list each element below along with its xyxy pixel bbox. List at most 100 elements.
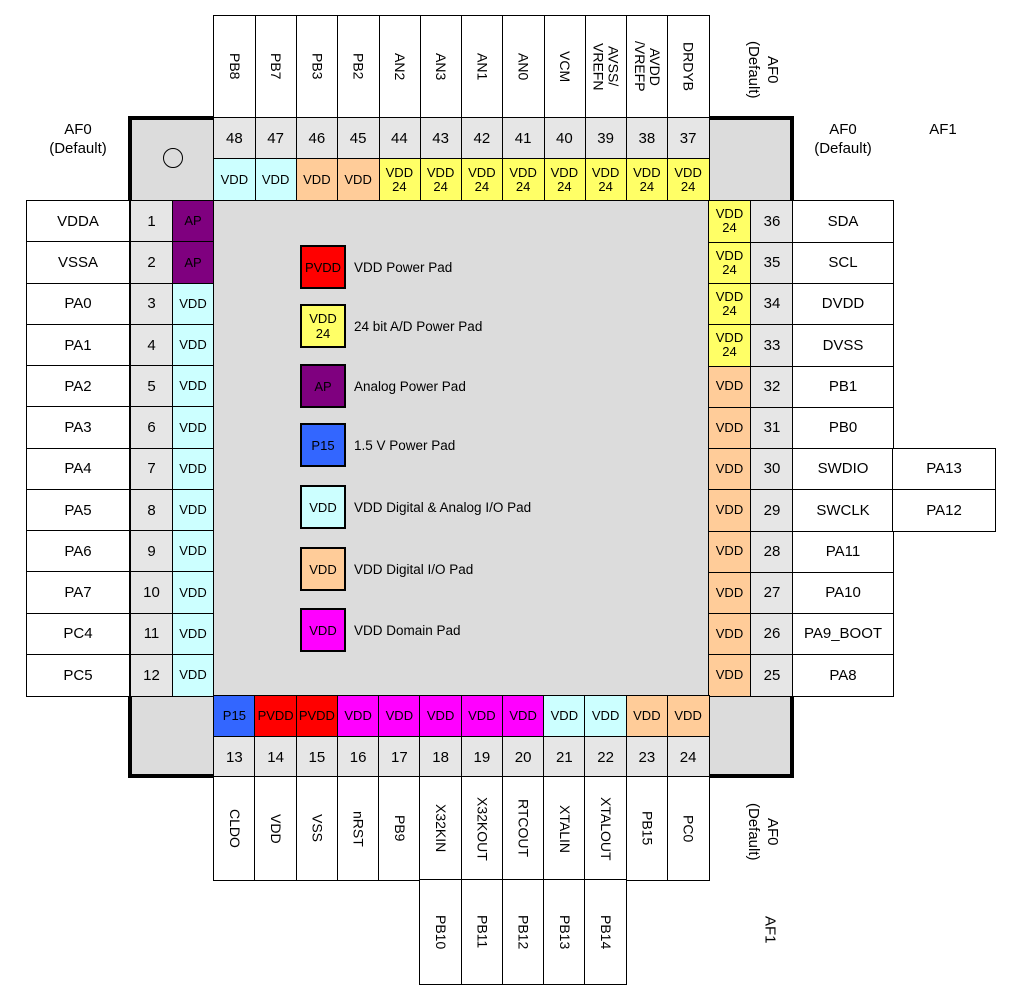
pin-name-label-text: PB9	[391, 815, 408, 842]
pad-type-cell: VDD 24	[460, 158, 504, 201]
pad-type-cell-text: VDD	[426, 708, 455, 723]
pin-number: 25	[750, 653, 794, 697]
pin-name-label: PB2	[336, 15, 380, 118]
pin-name-label: X32KIN	[419, 776, 462, 881]
pin-name-label: PA11	[792, 530, 894, 573]
pin-name-label: PA7	[26, 571, 130, 614]
pin-name-label-text: XTALIN	[556, 804, 573, 853]
pin-number-text: 26	[763, 625, 781, 643]
pin-number-text: 21	[556, 748, 573, 766]
pad-type-cell: VDD 24	[378, 158, 421, 201]
pin-name-label-text: DVSS	[822, 336, 864, 354]
pad-type-cell: VDD	[172, 653, 214, 697]
pin-number-text: 32	[763, 377, 781, 395]
pin-name-label: PC4	[26, 612, 130, 656]
pad-type-cell: VDD	[501, 695, 545, 737]
pad-type-cell-text: VDD 24	[468, 164, 496, 194]
pin-number: 24	[666, 736, 710, 778]
pin-number-text: 37	[679, 129, 697, 147]
pin-number-text: 8	[147, 501, 156, 519]
pin-name-label-text: VCM	[556, 50, 573, 83]
pin-number-text: 25	[763, 666, 781, 684]
pin-number-text: 15	[308, 748, 326, 766]
pin-number: 26	[750, 612, 794, 656]
pin-number-text: 45	[349, 129, 367, 147]
pin-name-label: PC5	[26, 653, 130, 697]
legend-description: VDD Digital & Analog I/O Pad	[354, 499, 532, 515]
pin-name-label: VCM	[543, 15, 586, 118]
pin-number-text: 48	[226, 129, 243, 147]
pin-number: 2	[130, 241, 173, 284]
pin-name-label-text: VDD	[268, 813, 285, 844]
pad-type-cell-text: VDD	[715, 667, 744, 683]
pin-af1-label-text: PA13	[926, 460, 962, 478]
pad-type-cell-text: VDD	[674, 708, 702, 723]
pin-number-text: 31	[763, 419, 781, 437]
pin-af1-label-text: PB13	[556, 914, 573, 950]
legend-swatch-label: VDD	[309, 622, 337, 638]
pin-number-text: 36	[763, 212, 781, 230]
left-af0-header: AF0 (Default)	[49, 121, 107, 157]
pin-name-label: SCL	[792, 241, 894, 284]
bottom-af1-header: AF1	[761, 916, 779, 944]
pin-name-label: DRDYB	[666, 15, 710, 118]
pad-type-cell-text: VDD 24	[385, 164, 414, 194]
pad-type-cell: VDD	[584, 695, 627, 737]
pin-name-label: XTALOUT	[584, 776, 627, 881]
pin-number: 38	[625, 117, 669, 159]
pin-name-label-text: SWDIO	[817, 460, 869, 478]
pin-name-label-text: PC0	[680, 814, 697, 843]
pad-type-cell: VDD 24	[419, 158, 462, 201]
pin-name-label: PA3	[26, 406, 130, 449]
pad-type-cell-text: AP	[184, 213, 202, 229]
legend-swatch: AP	[300, 364, 346, 408]
legend-description: VDD Domain Pad	[354, 622, 461, 638]
pin-af1-label-text: PB11	[474, 915, 491, 949]
pin-name-label: SDA	[792, 200, 894, 243]
pin-number: 39	[584, 117, 627, 159]
pad-type-cell: VDD	[172, 488, 214, 532]
pin-name-label: PA9_BOOT	[792, 612, 894, 656]
pin-number: 45	[336, 117, 380, 159]
pin-name-label: DVSS	[792, 323, 894, 367]
pin-name-label: CLDO	[213, 776, 256, 881]
legend-swatch: VDD	[300, 485, 346, 529]
pin-name-label-text: DRDYB	[680, 41, 697, 91]
pin-name-label: PA4	[26, 447, 130, 491]
pin-af1-label: PB12	[501, 879, 545, 985]
pad-type-cell-text: VDD	[715, 419, 744, 435]
pin-number-text: 43	[432, 129, 449, 147]
pin-number: 41	[501, 117, 545, 159]
pin-number-text: 7	[147, 460, 156, 478]
pad-type-cell-text: VDD	[179, 625, 207, 641]
pad-type-cell: VDD	[708, 653, 751, 697]
pad-type-cell: VDD	[172, 323, 214, 367]
pin-name-label: PB15	[625, 776, 669, 881]
pad-type-cell: VDD 24	[666, 158, 710, 201]
pad-type-cell: VDD	[708, 488, 751, 532]
pad-type-cell-text: VDD 24	[715, 206, 744, 236]
pad-type-cell: VDD	[708, 530, 751, 573]
pad-type-cell-text: VDD	[261, 171, 290, 187]
pin-number-text: 40	[556, 129, 573, 147]
pad-type-cell-text: VDD	[591, 708, 620, 723]
pin-name-label-text: PB1	[828, 377, 858, 395]
pin-number: 5	[130, 365, 173, 408]
pad-type-cell: VDD	[625, 695, 669, 737]
pin-number-text: 46	[308, 129, 326, 147]
pin-name-label: PA0	[26, 282, 130, 326]
pin-number: 9	[130, 530, 173, 573]
pad-type-cell-text: VDD	[179, 337, 207, 353]
pin-name-label: XTALIN	[543, 776, 586, 881]
pad-type-cell-text: VDD	[179, 502, 207, 518]
pin-name-label-text: CLDO	[226, 809, 243, 848]
pin-number: 13	[213, 736, 256, 778]
pad-type-cell-text: VDD	[509, 708, 537, 723]
pin-number: 30	[750, 447, 794, 491]
legend-swatch-label: PVDD	[304, 259, 342, 275]
pin-number: 15	[295, 736, 339, 778]
legend-swatch: VDD 24	[300, 304, 346, 348]
pin-name-label: PB0	[792, 406, 894, 449]
